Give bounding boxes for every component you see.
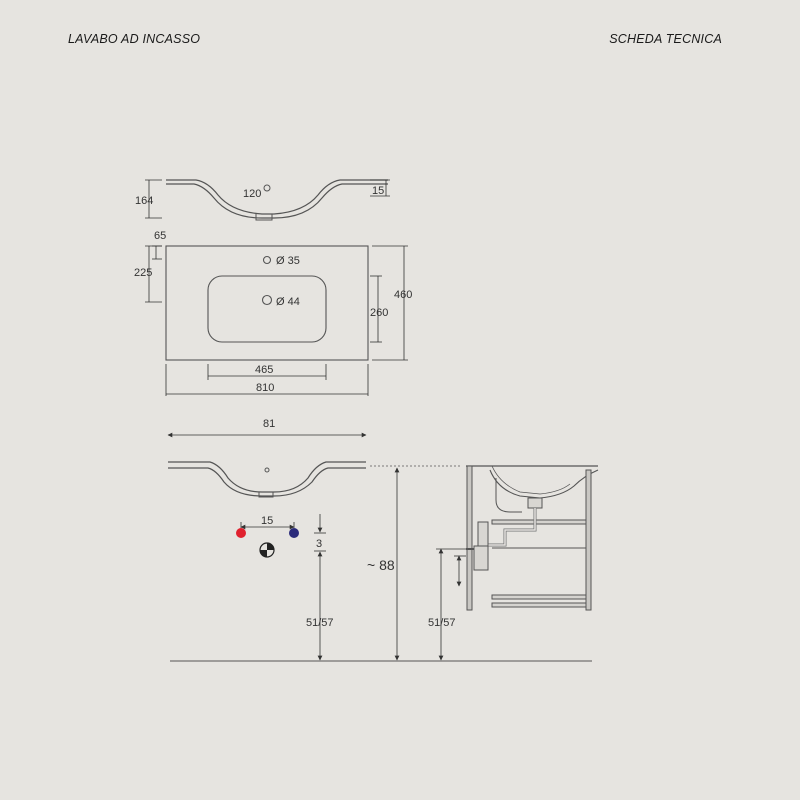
dim-465-label: 465: [255, 364, 273, 376]
dim-15-top-label: 15: [372, 185, 384, 197]
cold-tap-icon: [289, 528, 299, 538]
basin-section-top: [166, 179, 388, 221]
dim-260: [370, 275, 382, 343]
doc-title-left: LAVABO AD INCASSO: [68, 32, 201, 46]
dim-225: [145, 245, 162, 303]
dim-3-label: 3: [316, 538, 322, 550]
hot-tap-icon: [236, 528, 246, 538]
dim-3: [314, 514, 326, 552]
dim-460-label: 460: [394, 289, 412, 301]
dim-15-top: [370, 179, 390, 197]
basin-plan-view: [165, 245, 369, 361]
dim-810-label: 810: [256, 382, 274, 394]
drain-hole-44: [261, 294, 273, 306]
dim-5157-left-label: 51/57: [306, 617, 334, 629]
dim-5157-right: [436, 548, 466, 661]
dim-260-label: 260: [370, 307, 388, 319]
drain-center-icon: [259, 542, 275, 558]
cabinet-side-view: [466, 465, 599, 611]
dim-65: [152, 245, 162, 260]
dim-35-label: Ø 35: [276, 255, 300, 267]
dim-465: [207, 364, 327, 380]
basin-section-front: [168, 461, 366, 498]
dim-side-small: [454, 555, 466, 587]
tap-hole-35: [262, 255, 272, 265]
dim-88-label: ~ 88: [367, 557, 395, 573]
dim-810: [165, 364, 369, 396]
dim-460: [372, 245, 408, 361]
dim-5157-right-label: 51/57: [428, 617, 456, 629]
dim-120-label: 120: [243, 188, 261, 200]
dim-15-taps-label: 15: [261, 515, 273, 527]
dim-164-label: 164: [135, 195, 153, 207]
dim-15-taps: [240, 522, 295, 530]
dim-65-label: 65: [154, 230, 166, 242]
dim-44-label: Ø 44: [276, 296, 300, 308]
dim-164: [145, 179, 162, 219]
dim-225-label: 225: [134, 267, 152, 279]
dim-81-label: 81: [263, 418, 275, 430]
doc-title-right: SCHEDA TECNICA: [609, 32, 722, 46]
